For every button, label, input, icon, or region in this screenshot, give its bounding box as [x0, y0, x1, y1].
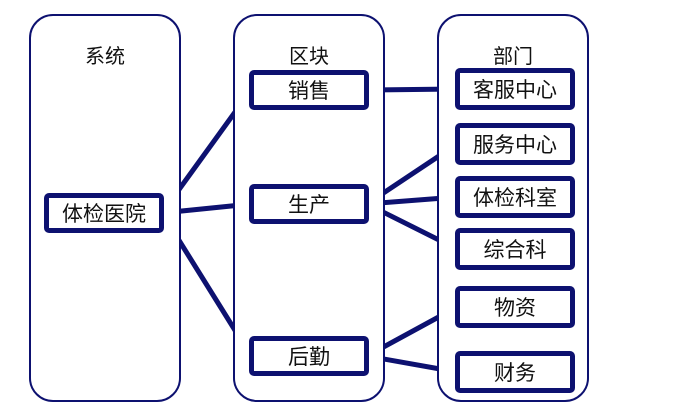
node-hospital: 体检医院: [44, 193, 164, 233]
node-production: 生产: [249, 184, 369, 224]
node-supplies: 物资: [455, 286, 575, 328]
node-finance: 财务: [455, 351, 575, 393]
node-exam-room: 体检科室: [455, 176, 575, 218]
department-column-title: 部门: [493, 44, 533, 68]
node-general-dept: 综合科: [455, 228, 575, 270]
node-service-center: 服务中心: [455, 123, 575, 165]
block-column-title: 区块: [289, 44, 329, 68]
node-customer-service: 客服中心: [455, 68, 575, 110]
node-logistics: 后勤: [249, 336, 369, 376]
system-column-title: 系统: [85, 44, 125, 68]
node-sales: 销售: [249, 70, 369, 110]
